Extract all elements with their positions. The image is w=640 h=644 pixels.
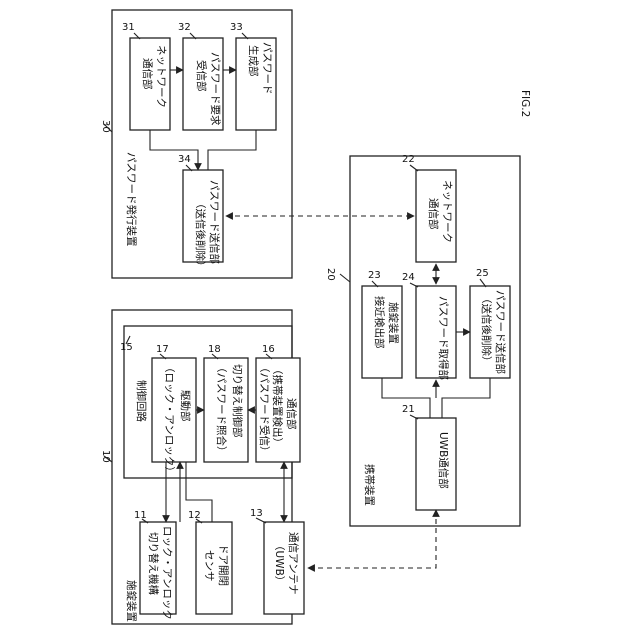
svg-text:パスワード: パスワード <box>261 42 273 95</box>
svg-text:通信部: 通信部 <box>141 58 154 90</box>
portable-device-label: 携帯装置 <box>363 464 376 506</box>
svg-text:センサ: センサ <box>203 550 215 582</box>
svg-text:通信部: 通信部 <box>285 398 298 430</box>
svg-text:33: 33 <box>230 22 243 33</box>
lock-device-label: 施錠装置 <box>125 580 138 622</box>
svg-text:17: 17 <box>156 344 169 355</box>
svg-text:切り替え機構: 切り替え機構 <box>147 532 160 595</box>
lock-device-ref: 10 <box>100 450 111 463</box>
portable-device-leader <box>340 274 350 282</box>
svg-text:ドア開閉: ドア開閉 <box>217 544 229 586</box>
svg-text:受信部: 受信部 <box>195 60 208 92</box>
block-11-lock-unlock-mechanism: ロック・アンロック 切り替え機構 11 <box>134 510 176 620</box>
svg-text:13: 13 <box>250 508 263 519</box>
svg-text:パスワード送信部: パスワード送信部 <box>208 180 221 264</box>
svg-text:生成部: 生成部 <box>247 45 260 77</box>
svg-text:ネットワーク: ネットワーク <box>155 45 167 108</box>
svg-text:22: 22 <box>402 154 415 165</box>
lock-device: 10 施錠装置 15 制御回路 駆動部 （ロック・アンロック） 17 切り替え制… <box>100 310 304 624</box>
password-issuer-label: パスワード発行装置 <box>125 152 138 247</box>
control-circuit-label: 制御回路 <box>135 380 148 422</box>
portable-device-ref: 20 <box>325 268 336 281</box>
svg-text:18: 18 <box>208 344 221 355</box>
svg-text:21: 21 <box>402 404 415 415</box>
svg-text:（送信後削除）: （送信後削除） <box>194 198 207 272</box>
svg-text:34: 34 <box>178 154 191 165</box>
svg-text:パスワード取得部: パスワード取得部 <box>437 296 450 380</box>
svg-text:32: 32 <box>178 22 191 33</box>
block-12-door-sensor: ドア開閉 センサ 12 <box>188 510 232 614</box>
svg-text:12: 12 <box>188 510 201 521</box>
block-31-network-communicator: パスワード送信部 （送信後削除） 34 <box>178 154 223 272</box>
block-16-communication-unit: 通信部 （携帯装置検出） （パスワード受信） 16 <box>256 344 300 462</box>
block-23-approach-detector: 施錠装置 接近検出部 23 <box>362 270 402 378</box>
svg-text:ロック・アンロック: ロック・アンロック <box>161 526 173 620</box>
svg-text:25: 25 <box>476 268 489 279</box>
svg-text:（UWB）: （UWB） <box>273 540 285 586</box>
block-17-drive-unit: 駆動部 （ロック・アンロック） 17 <box>152 344 196 477</box>
svg-text:パスワード要求: パスワード要求 <box>209 52 221 126</box>
svg-text:UWB通信部: UWB通信部 <box>437 432 450 489</box>
uwb-link-21-13 <box>308 510 436 568</box>
password-issuer-ref: 30 <box>100 120 111 133</box>
svg-text:接近検出部: 接近検出部 <box>373 296 386 349</box>
block-33-password-generator: パスワード要求 受信部 32 <box>178 22 223 130</box>
svg-text:（パスワード受信）: （パスワード受信） <box>258 362 270 457</box>
block-21-uwb-communicator: UWB通信部 21 <box>402 404 456 510</box>
block-18-switch-controller: 切り替え制御部 （パスワード照合） 18 <box>204 344 248 462</box>
svg-text:施錠装置: 施錠装置 <box>387 302 400 344</box>
svg-text:23: 23 <box>368 270 381 281</box>
block-22-network-communicator: ネットワーク 通信部 22 <box>402 154 456 262</box>
svg-text:（ロック・アンロック）: （ロック・アンロック） <box>163 362 175 477</box>
block-32-password-request-receiver: ネットワーク 通信部 31 <box>122 22 170 130</box>
svg-text:駆動部: 駆動部 <box>179 390 192 422</box>
svg-text:通信部: 通信部 <box>427 198 440 230</box>
password-issuer-device: 30 パスワード発行装置 ネットワーク 通信部 31 パスワード要求 受信部 3… <box>100 10 292 278</box>
portable-device: 20 携帯装置 ネットワーク 通信部 22 施錠装置 接近検出部 23 パスワー… <box>325 154 520 526</box>
svg-text:11: 11 <box>134 510 147 521</box>
figure-label: FIG.2 <box>519 90 531 117</box>
svg-text:24: 24 <box>402 272 415 283</box>
svg-text:（パスワード照合）: （パスワード照合） <box>215 362 228 457</box>
svg-text:パスワード送信部: パスワード送信部 <box>494 290 507 374</box>
svg-text:16: 16 <box>262 344 275 355</box>
block-24-password-acquirer: パスワード取得部 24 <box>402 272 456 380</box>
svg-text:（送信後削除）: （送信後削除） <box>480 293 493 367</box>
block-34-password-sender: パスワード 生成部 33 <box>230 22 276 130</box>
svg-text:通信アンテナ: 通信アンテナ <box>287 532 299 595</box>
svg-text:切り替え制御部: 切り替え制御部 <box>231 364 244 438</box>
svg-text:31: 31 <box>122 22 135 33</box>
svg-text:ネットワーク: ネットワーク <box>441 180 453 243</box>
svg-text:（携帯装置検出）: （携帯装置検出） <box>271 364 284 448</box>
block-25-password-sender: パスワード送信部 （送信後削除） 25 <box>470 268 510 378</box>
block-13-antenna-uwb: 通信アンテナ （UWB） 13 <box>250 508 304 614</box>
